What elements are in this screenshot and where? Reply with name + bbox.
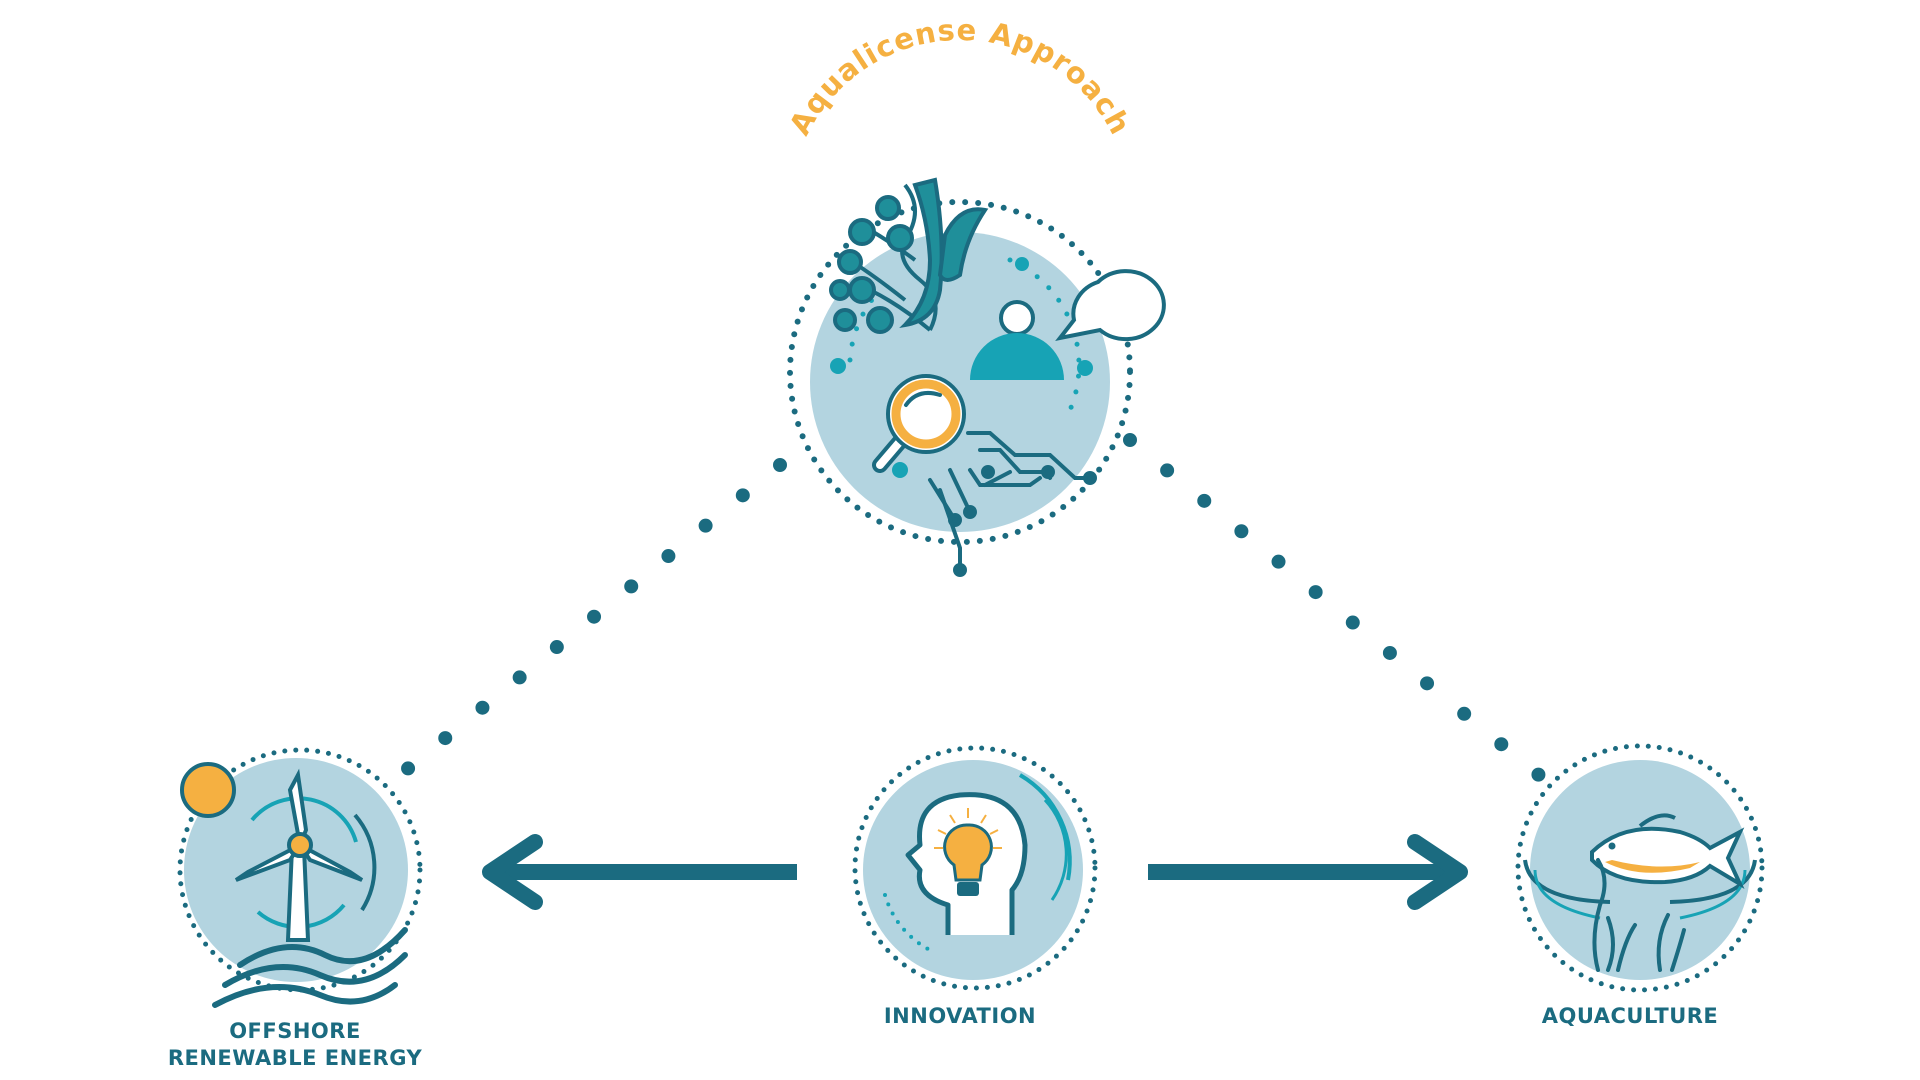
offshore-label-line1: OFFSHORE xyxy=(229,1019,361,1043)
arrow-to-offshore xyxy=(482,834,797,910)
circuit-icon xyxy=(928,431,1097,577)
seaweed-icon xyxy=(829,177,989,334)
fish-icon xyxy=(1590,813,1745,890)
diagram-title: Aqualicense Approach xyxy=(782,13,1137,141)
seagrass-icon xyxy=(1592,858,1686,972)
aquaculture-label: AQUACULTURE xyxy=(1541,1004,1719,1028)
wind-turbine-icon xyxy=(234,768,377,942)
sun-icon xyxy=(180,762,236,818)
connector-left xyxy=(393,458,787,782)
arrow-to-aquaculture xyxy=(1148,834,1468,910)
waves-icon xyxy=(212,927,408,1008)
head-lightbulb-icon xyxy=(905,792,1028,935)
magnifier-icon xyxy=(872,374,966,473)
offshore-label: OFFSHORE RENEWABLE ENERGY xyxy=(130,1018,460,1072)
offshore-label-line2: RENEWABLE ENERGY xyxy=(167,1046,423,1070)
speech-bubble-icon xyxy=(1055,269,1166,342)
innovation-label: INNOVATION xyxy=(883,1004,1037,1028)
connector-right xyxy=(1123,433,1552,787)
person-icon xyxy=(970,300,1064,380)
